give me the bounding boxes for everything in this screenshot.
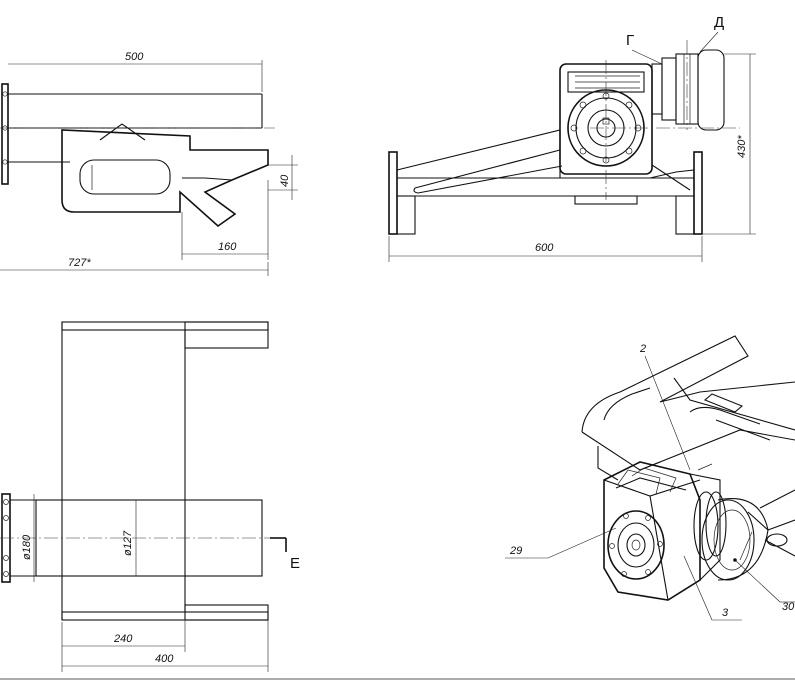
dim-plan-tube: ø127	[122, 530, 134, 556]
dim-plan-outer: 400	[155, 653, 174, 665]
label-view-g: Г	[626, 32, 634, 49]
dim-side-overall: 727*	[68, 257, 91, 269]
side-view: 500 40 160 727*	[0, 51, 298, 276]
label-section-e: Е	[290, 555, 300, 572]
dim-front-height: 430*	[736, 135, 748, 158]
callout-2: 2	[639, 343, 646, 355]
dim-front-width: 600	[535, 242, 554, 254]
dim-side-height: 40	[279, 174, 291, 187]
isometric-view: 2 29 3 30	[505, 335, 795, 621]
callout-29: 29	[509, 545, 522, 557]
plan-view: Е ø180 ø127 240 400	[0, 321, 300, 672]
dim-plan-inner: 240	[113, 633, 133, 645]
front-view: Г Д 600 430*	[388, 14, 756, 262]
dim-side-outlet: 160	[218, 241, 237, 253]
callout-3: 3	[722, 607, 729, 619]
callout-30: 30	[782, 601, 795, 613]
dim-plan-flange: ø180	[21, 534, 33, 560]
label-view-d: Д	[714, 14, 724, 31]
dim-side-length: 500	[125, 51, 144, 63]
